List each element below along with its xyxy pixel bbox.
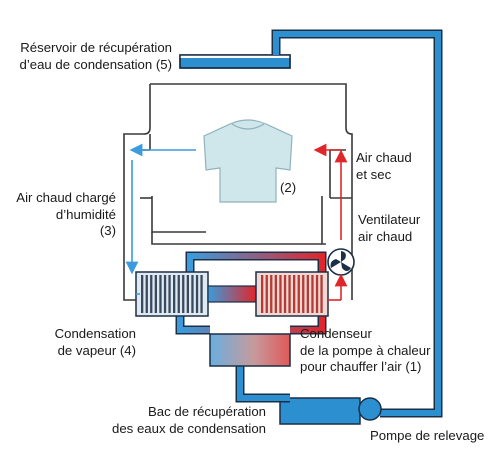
collection-tray-label: Bac de récupération des eaux de condensa… (112, 404, 266, 436)
fin (177, 275, 180, 313)
inner-duct-right (321, 196, 326, 245)
fin (163, 275, 167, 313)
fin (311, 275, 314, 313)
shirt-collar (231, 123, 265, 130)
machine-outline (123, 83, 353, 301)
fin (150, 275, 153, 313)
fin (283, 275, 287, 313)
vapor-condensation-label: Condensation de vapeur (4) (54, 326, 136, 358)
inner-duct-bottom (151, 232, 322, 245)
fin (270, 275, 273, 313)
fin (302, 275, 305, 313)
reservoir-outline (179, 54, 291, 69)
fin (265, 275, 268, 313)
compressor-block (209, 333, 291, 367)
fin (191, 275, 194, 313)
fin (320, 275, 323, 313)
drain-pipe (235, 366, 290, 403)
fin (288, 275, 291, 313)
inner-duct-left (151, 196, 206, 233)
drain-pipe-fill (237, 366, 290, 401)
fin (141, 275, 144, 313)
pump-label: Pompe de relevage (370, 428, 485, 443)
reservoir-top (180, 55, 290, 58)
heat-pump-condenser-label: Condenseur de la pompe à chaleur pour ch… (300, 326, 431, 374)
reservoir-label: Réservoir de récupération d’eau de conde… (19, 40, 173, 72)
collection-basin (279, 397, 361, 425)
fin (168, 275, 171, 313)
fan-label: Ventilateur air chaud (358, 212, 421, 244)
fin (315, 275, 319, 313)
fin (274, 275, 277, 313)
exchanger-duct (207, 285, 257, 303)
fin (293, 275, 296, 313)
pump-body (358, 397, 382, 421)
refrigerant-loop-top-fill (187, 253, 325, 272)
drum-number-label: (2) (280, 180, 297, 195)
refrigerant-loop-bottom-fill (177, 316, 325, 333)
fin (182, 275, 185, 313)
fin (173, 275, 176, 313)
fin (279, 275, 282, 313)
fin (261, 275, 264, 313)
fin (159, 275, 162, 313)
fan-blades (330, 251, 351, 271)
fin (186, 275, 189, 313)
fin (145, 275, 148, 313)
fin (306, 275, 309, 313)
drum-left-wall (140, 134, 151, 151)
fin (297, 275, 300, 313)
fin (154, 275, 157, 313)
shirt-icon (203, 119, 293, 203)
return-pipe-fill (273, 31, 441, 416)
condenser-fins (261, 275, 323, 313)
humid-air-label: Air chaud chargé d’humidité (3) (16, 190, 116, 238)
hot-dry-air-label: Air chaud et sec (356, 150, 412, 182)
fin (200, 275, 203, 313)
evaporator-fins (141, 275, 203, 313)
fin (195, 275, 199, 313)
